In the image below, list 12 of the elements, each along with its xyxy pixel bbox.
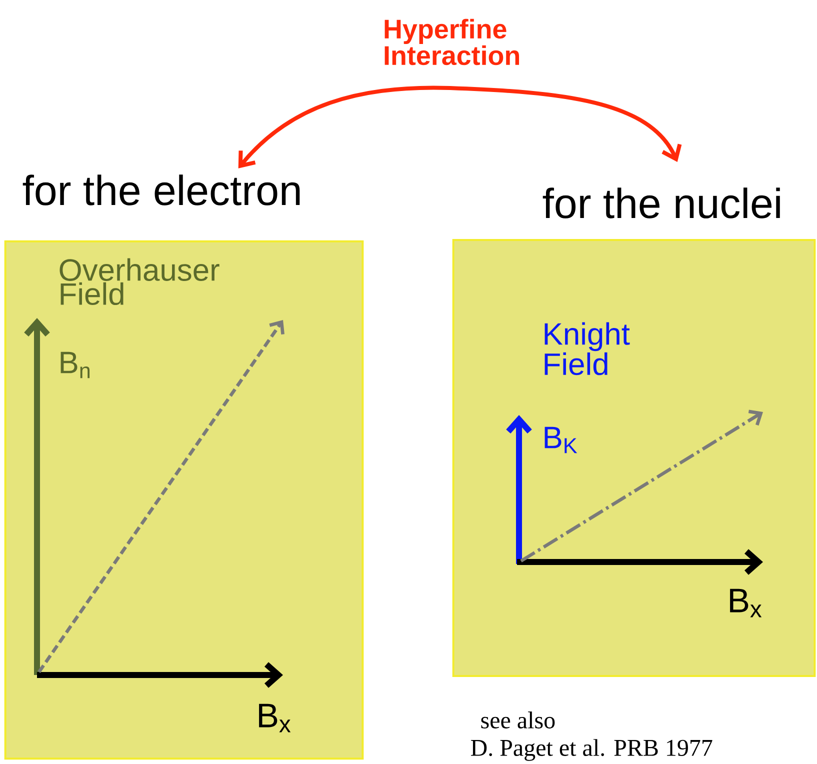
panel-heading: for the nuclei	[542, 188, 780, 218]
vector-label: B$_{n}$	[60, 352, 90, 378]
axis-label: B$_{x}$	[730, 588, 762, 618]
citation-text: D. Paget et al. PRB 1977	[470, 739, 712, 761]
note-text: see also	[481, 712, 555, 728]
axis-label: B$_{x}$	[259, 704, 291, 732]
curved-arrow	[238, 86, 682, 168]
field-label: Knight Field	[544, 322, 630, 376]
edge-label: Hyperfine Interaction	[384, 18, 520, 66]
panel-heading: for the electron	[22, 174, 300, 206]
vector-label: B$_{K}$	[544, 426, 578, 454]
field-label: Overhauser Field	[60, 258, 220, 306]
